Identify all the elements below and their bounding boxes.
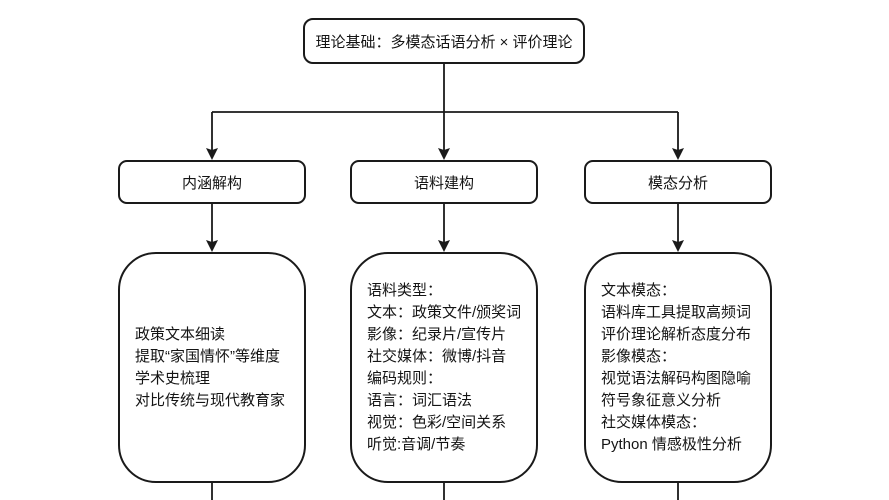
detail-line: 影像：纪录片/宣传片 [367, 325, 507, 343]
detail-line: 评价理论解析态度分布 [601, 325, 752, 343]
node-connotation-details: 政策文本细读 提取“家国情怀”等维度 学术史梳理 对比传统与现代教育家 [118, 252, 306, 483]
node-connotation-deconstruction: 内涵解构 [118, 160, 306, 204]
detail-line: 语料类型： [367, 281, 443, 299]
detail-line: 学术史梳理 [135, 369, 211, 387]
arrowhead-right-detail [672, 240, 684, 252]
arrowhead-middle-branch [438, 148, 450, 160]
detail-line: Python 情感极性分析 [601, 435, 742, 453]
detail-line: 社交媒体：微博/抖音 [367, 347, 507, 365]
detail-line: 政策文本细读 [135, 325, 226, 343]
detail-line: 符号象征意义分析 [601, 391, 722, 409]
detail-line: 编码规则： [367, 369, 443, 387]
detail-line: 听觉:音调/节奏 [367, 435, 466, 453]
detail-line: 语言：词汇语法 [367, 391, 473, 409]
node-modality-details: 文本模态： 语料库工具提取高频词 评价理论解析态度分布 影像模态： 视觉语法解码… [584, 252, 772, 483]
detail-line: 影像模态： [601, 347, 677, 365]
detail-line: 提取“家国情怀”等维度 [135, 347, 280, 365]
branch-label: 模态分析 [647, 174, 708, 192]
detail-line: 视觉语法解码构图隐喻 [601, 369, 752, 387]
detail-line: 社交媒体模态： [601, 413, 707, 431]
node-theory-basis-label: 理论基础：多模态话语分析 × 评价理论 [315, 33, 573, 51]
detail-line: 文本：政策文件/颁奖词 [367, 303, 522, 321]
branch-label: 语料建构 [413, 174, 474, 192]
node-corpus-details: 语料类型： 文本：政策文件/颁奖词 影像：纪录片/宣传片 社交媒体：微博/抖音 … [350, 252, 538, 483]
arrowhead-left-branch [206, 148, 218, 160]
node-modality-analysis: 模态分析 [584, 160, 772, 204]
node-corpus-construction: 语料建构 [350, 160, 538, 204]
detail-line: 视觉：色彩/空间关系 [367, 413, 507, 431]
arrowhead-left-detail [206, 240, 218, 252]
arrowhead-middle-detail [438, 240, 450, 252]
detail-line: 对比传统与现代教育家 [135, 391, 286, 409]
node-theory-basis: 理论基础：多模态话语分析 × 评价理论 [303, 18, 585, 64]
arrowhead-right-branch [672, 148, 684, 160]
detail-line: 语料库工具提取高频词 [601, 303, 752, 321]
branch-label: 内涵解构 [181, 174, 242, 192]
detail-line: 文本模态： [601, 281, 677, 299]
